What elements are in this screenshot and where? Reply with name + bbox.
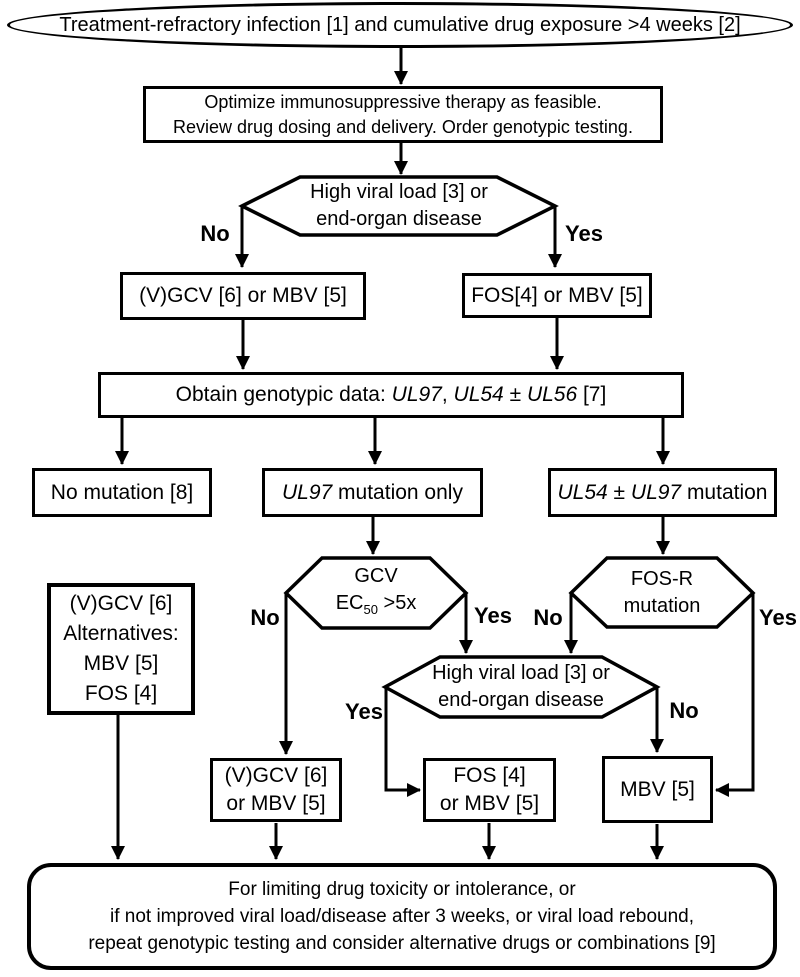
obtain-suffix: [7] bbox=[577, 383, 607, 406]
fos-or-mbv-node: FOS[4] or MBV [5] bbox=[462, 273, 652, 318]
vgcv-mbv-2-line1: (V)GCV [6] bbox=[224, 764, 328, 787]
obtain-gene-ul97: UL97 bbox=[391, 383, 442, 406]
arrow-hexfosr-yes bbox=[715, 594, 755, 797]
vgcv-or-mbv-text: (V)GCV [6] or MBV [5] bbox=[139, 284, 347, 307]
footer-node: For limiting drug toxicity or intoleranc… bbox=[27, 863, 777, 970]
ul97-only-rest: mutation only bbox=[332, 480, 463, 504]
no-mutation-text: No mutation [8] bbox=[50, 480, 194, 504]
label-no-gcv: No bbox=[250, 605, 280, 630]
label-yes-fosr: Yes bbox=[759, 605, 797, 630]
fos-or-mbv-text: FOS[4] or MBV [5] bbox=[471, 283, 643, 307]
hexagon-high-viral-load-2 bbox=[381, 655, 661, 719]
hexagon-fosr-mutation bbox=[568, 556, 756, 629]
alternatives-line3: MBV [5] bbox=[83, 652, 159, 675]
obtain-sep1: , bbox=[441, 383, 454, 406]
alternatives-line1: (V)GCV [6] bbox=[69, 592, 173, 615]
mbv-node: MBV [5] bbox=[602, 756, 713, 823]
hexagon-high-viral-load-1 bbox=[238, 175, 559, 237]
ul54-ul97-node: UL54 ± UL97 mutation bbox=[548, 468, 777, 517]
ul97-gene: UL97 bbox=[630, 480, 682, 504]
no-mutation-node: No mutation [8] bbox=[32, 468, 212, 517]
start-node: Treatment-refractory infection [1] and c… bbox=[7, 2, 793, 48]
alternatives-line2: Alternatives: bbox=[63, 622, 179, 645]
ul97-only-gene: UL97 bbox=[282, 480, 333, 504]
alternatives-line4: FOS [4] bbox=[84, 682, 158, 705]
ul97-only-node: UL97 mutation only bbox=[262, 468, 483, 517]
obtain-sep2: ± bbox=[503, 383, 527, 406]
vgcv-or-mbv-node: (V)GCV [6] or MBV [5] bbox=[120, 272, 366, 320]
obtain-gene-ul56: UL56 bbox=[526, 383, 578, 406]
vgcv-mbv-2-line2: or MBV [5] bbox=[226, 792, 326, 815]
optimize-node: Optimize immunosuppressive therapy as fe… bbox=[143, 86, 663, 143]
alternatives-node: (V)GCV [6] Alternatives: MBV [5] FOS [4] bbox=[47, 583, 195, 715]
footer-line3: repeat genotypic testing and consider al… bbox=[88, 933, 716, 954]
footer-line2: if not improved viral load/disease after… bbox=[109, 906, 695, 927]
obtain-gene-ul54: UL54 bbox=[453, 383, 504, 406]
obtain-genotypic-node: Obtain genotypic data: UL97, UL54 ± UL56… bbox=[98, 372, 684, 418]
footer-line1: For limiting drug toxicity or intoleranc… bbox=[228, 879, 576, 900]
ul54-gene: UL54 bbox=[557, 480, 608, 504]
label-no-hex2: No bbox=[669, 698, 699, 723]
ul54-rest: mutation bbox=[681, 480, 768, 504]
fos-mbv-2-line1: FOS [4] bbox=[453, 764, 526, 787]
vgcv-mbv-2-node: (V)GCV [6] or MBV [5] bbox=[210, 758, 342, 822]
optimize-line2: Review drug dosing and delivery. Order g… bbox=[173, 116, 633, 137]
label-no-hex1: No bbox=[200, 221, 230, 246]
obtain-prefix: Obtain genotypic data: bbox=[175, 383, 392, 406]
arrow-hex2-yes bbox=[384, 688, 421, 797]
label-yes-hex1: Yes bbox=[565, 221, 603, 246]
ul54-ul97-text: UL54 ± UL97 mutation bbox=[558, 480, 768, 506]
start-text: Treatment-refractory infection [1] and c… bbox=[59, 14, 741, 36]
mbv-text: MBV [5] bbox=[620, 777, 695, 801]
fos-mbv-2-node: FOS [4] or MBV [5] bbox=[423, 758, 556, 822]
label-yes-hex2: Yes bbox=[345, 699, 383, 724]
label-yes-gcv: Yes bbox=[474, 603, 512, 628]
hexagon-gcv-ec50 bbox=[283, 556, 469, 630]
fos-mbv-2-line2: or MBV [5] bbox=[439, 792, 540, 815]
obtain-genotypic-text: Obtain genotypic data: UL97, UL54 ± UL56… bbox=[176, 382, 607, 408]
ul97-only-text: UL97 mutation only bbox=[282, 480, 463, 506]
label-no-fosr: No bbox=[533, 605, 563, 630]
optimize-line1: Optimize immunosuppressive therapy as fe… bbox=[204, 91, 602, 112]
ul54-sep: ± bbox=[607, 480, 631, 504]
